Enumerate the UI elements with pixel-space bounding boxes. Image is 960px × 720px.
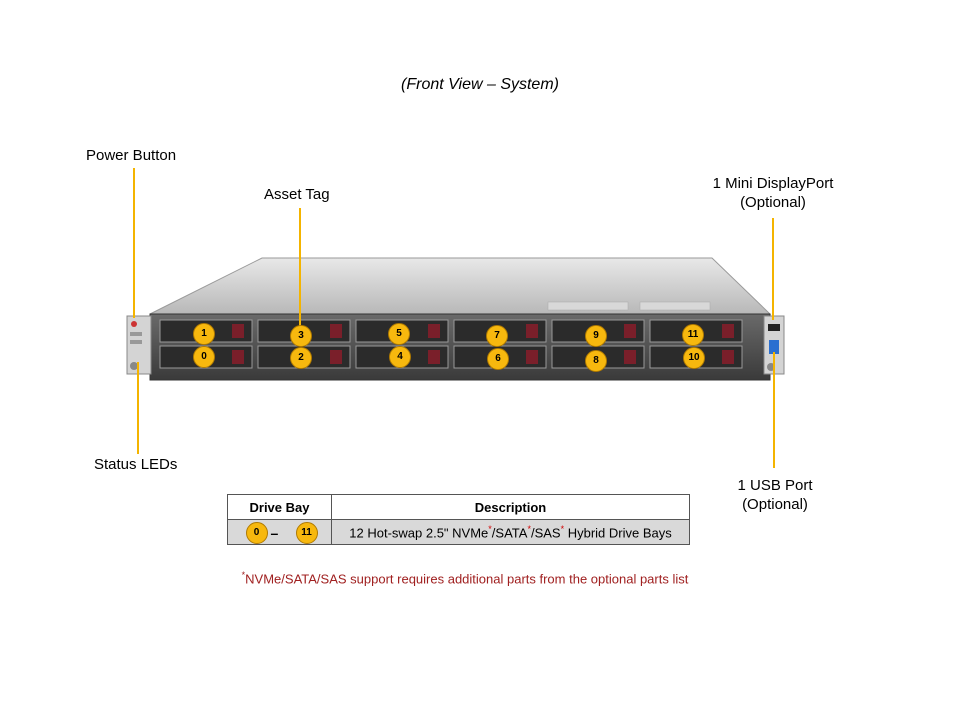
table-header-drive-bay: Drive Bay <box>227 494 332 520</box>
bay-badge: 0 <box>193 346 215 368</box>
callout-line-status-leds <box>137 362 139 454</box>
desc-asterisk-2: * <box>527 523 531 534</box>
desc-part2: Hybrid Drive Bays <box>564 525 672 541</box>
label-mini-displayport: 1 Mini DisplayPort (Optional) <box>700 174 846 212</box>
range-dash: – <box>270 525 279 541</box>
desc-sep2: /SAS <box>530 525 561 541</box>
footnote-text: NVMe/SATA/SAS support requires additiona… <box>245 571 689 587</box>
chassis-top-label-plate-2 <box>639 301 711 311</box>
label-mini-displayport-line1: 1 Mini DisplayPort <box>712 175 834 192</box>
table-row: 0 – 11 12 Hot-swap 2.5" NVMe*/SATA*/SAS*… <box>227 519 690 545</box>
drive-bay-table: Drive Bay Description 0 – 11 12 Hot-swap… <box>227 494 690 545</box>
left-ear-screw-icon <box>130 362 138 370</box>
label-asset-tag: Asset Tag <box>264 186 330 203</box>
bay-badge: 8 <box>585 350 607 372</box>
bay-badge: 4 <box>389 346 411 368</box>
desc-asterisk-1: * <box>488 523 492 534</box>
desc-asterisk-3: * <box>560 523 565 534</box>
table-header-row: Drive Bay Description <box>227 494 690 520</box>
footnote: *NVMe/SATA/SAS support requires addition… <box>0 570 930 586</box>
figure-caption: (Front View – System) <box>401 76 559 93</box>
chassis-top-label-plate-1 <box>547 301 629 311</box>
range-start-badge: 0 <box>245 522 268 544</box>
callout-line-power-button <box>133 168 135 318</box>
range-end-badge: 11 <box>295 522 318 544</box>
label-power-button: Power Button <box>86 147 177 164</box>
label-status-leds: Status LEDs <box>94 456 178 473</box>
bay-badge: 1 <box>193 323 215 345</box>
bay-badge: 3 <box>290 325 312 347</box>
drive-bay-range: 0 – 11 <box>240 521 320 544</box>
table-cell-description: 12 Hot-swap 2.5" NVMe*/SATA*/SAS* Hybrid… <box>331 519 690 545</box>
callout-line-mini-displayport <box>772 218 774 320</box>
bay-badge: 7 <box>486 325 508 347</box>
bay-badge: 10 <box>683 347 705 369</box>
label-mini-displayport-line2: (Optional) <box>740 194 806 211</box>
bay-badge: 2 <box>290 347 312 369</box>
bay-badge: 6 <box>487 348 509 370</box>
footnote-asterisk: * <box>241 570 246 580</box>
callout-line-usb-port <box>773 352 775 468</box>
desc-part1: 12 Hot-swap 2.5" NVMe <box>349 525 489 541</box>
power-button-icon <box>131 321 137 327</box>
bay-badge: 9 <box>585 325 607 347</box>
bay-badge: 11 <box>682 324 704 346</box>
usb-port-icon <box>769 340 779 354</box>
label-usb-port-line1: 1 USB Port <box>737 477 813 494</box>
label-usb-port-line2: (Optional) <box>742 496 808 513</box>
label-usb-port: 1 USB Port (Optional) <box>720 476 830 514</box>
bay-badge: 5 <box>388 323 410 345</box>
desc-sep1: /SATA <box>491 525 528 541</box>
mini-displayport-icon <box>768 324 780 331</box>
table-cell-drive-bay-range: 0 – 11 <box>227 519 332 545</box>
callout-line-asset-tag <box>299 208 301 326</box>
table-header-description: Description <box>331 494 690 520</box>
